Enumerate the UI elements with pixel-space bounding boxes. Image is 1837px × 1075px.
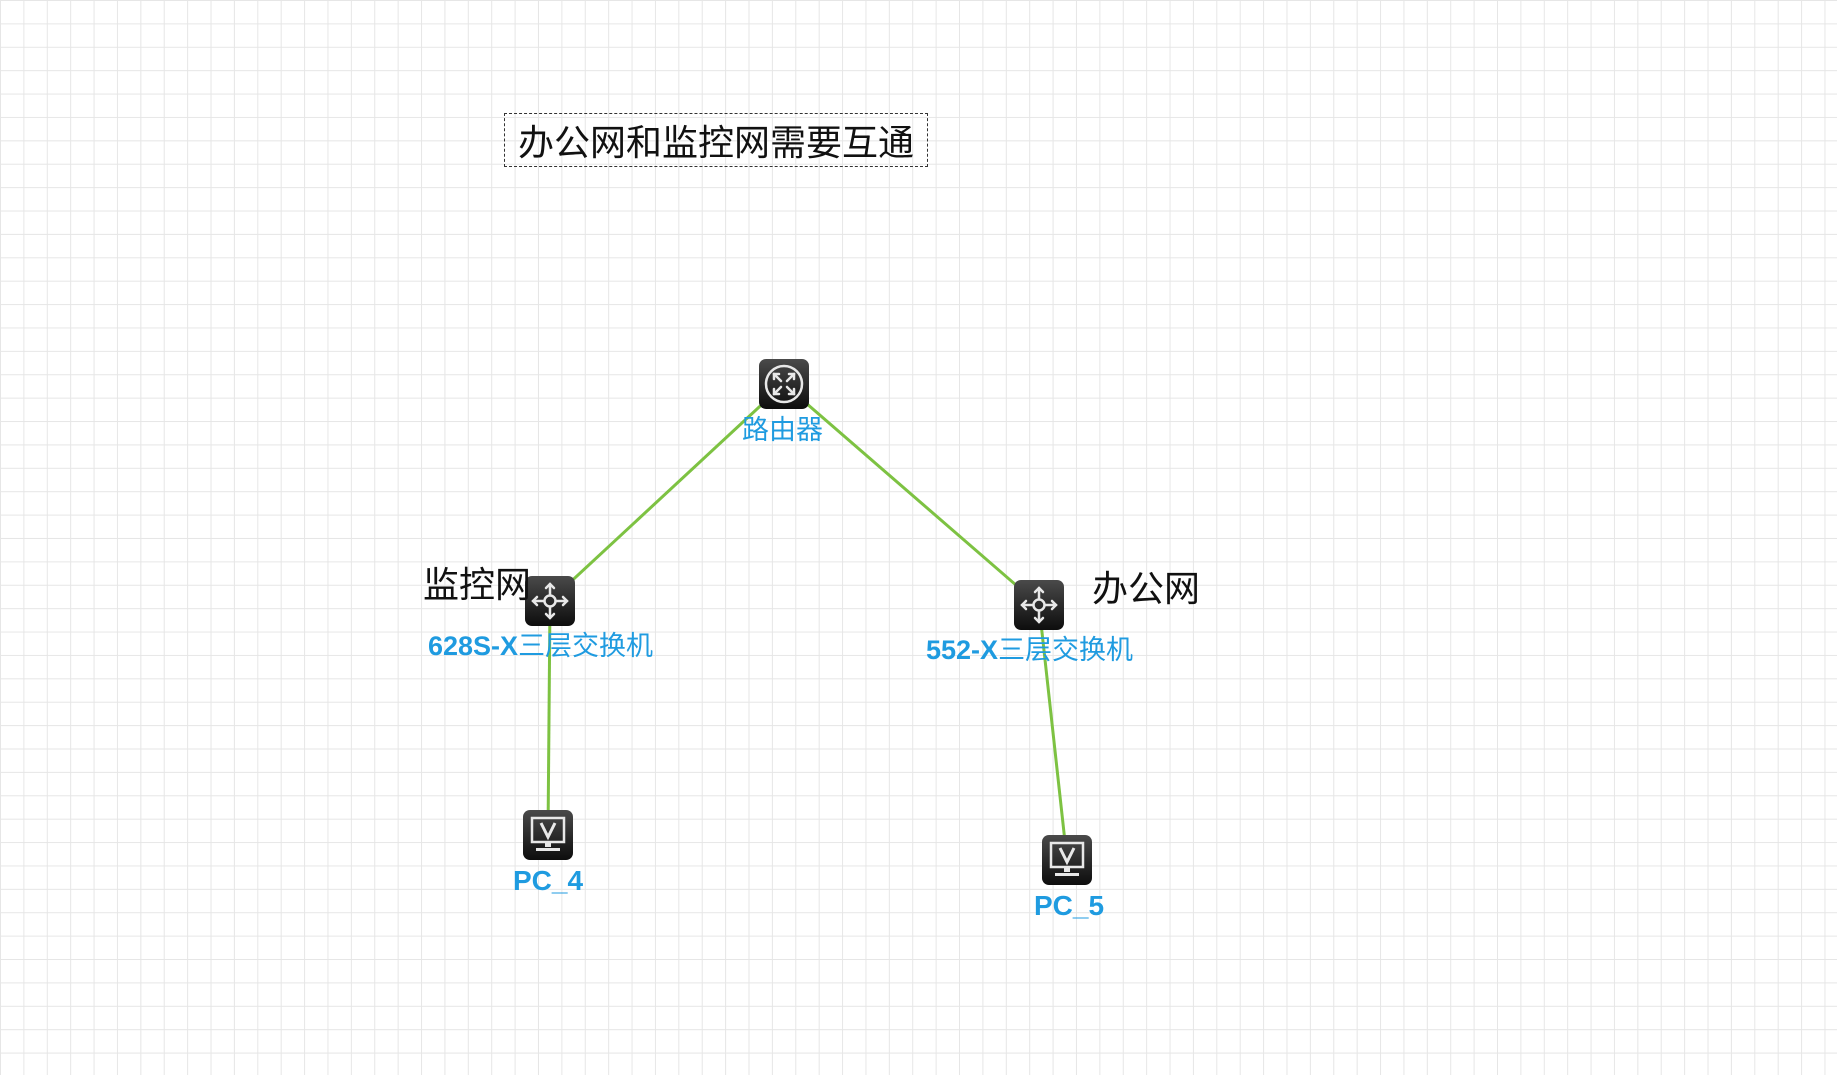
pc-icon [1042, 835, 1092, 885]
pc4-label: PC_4 [513, 865, 584, 896]
router-label: 路由器 [742, 415, 823, 446]
switch-628s-x-model: 628S-X [428, 631, 519, 661]
link-switch-right-pc5[interactable] [1037, 604, 1069, 861]
zone-label-office-network: 办公网 [1092, 569, 1201, 610]
zone-label-monitor-network: 监控网 [423, 565, 532, 606]
switch-628s-x-label: 628S-X三层交换机 [428, 631, 654, 662]
router-node[interactable] [758, 358, 810, 410]
pc4-node[interactable] [522, 809, 574, 861]
switch-552-x-node[interactable] [1013, 579, 1065, 631]
router-icon [759, 359, 809, 409]
pc5-label: PC_5 [1034, 890, 1105, 921]
link-router-switch-right[interactable] [783, 382, 1040, 607]
l3-switch-icon [525, 576, 575, 626]
switch-552-x-desc: 三层交换机 [998, 635, 1134, 666]
link-switch-left-pc4[interactable] [546, 600, 552, 836]
pc-icon [523, 810, 573, 860]
l3-switch-icon [1014, 580, 1064, 630]
title-text-box[interactable]: 办公网和监控网需要互通 [504, 113, 928, 167]
title-text: 办公网和监控网需要互通 [517, 123, 914, 164]
switch-628s-x-desc: 三层交换机 [518, 631, 654, 662]
link-router-switch-left[interactable] [548, 382, 786, 603]
switch-552-x-model: 552-X [926, 635, 999, 665]
switch-628s-x-node[interactable] [524, 575, 576, 627]
switch-552-x-label: 552-X三层交换机 [926, 635, 1134, 666]
pc5-node[interactable] [1041, 834, 1093, 886]
